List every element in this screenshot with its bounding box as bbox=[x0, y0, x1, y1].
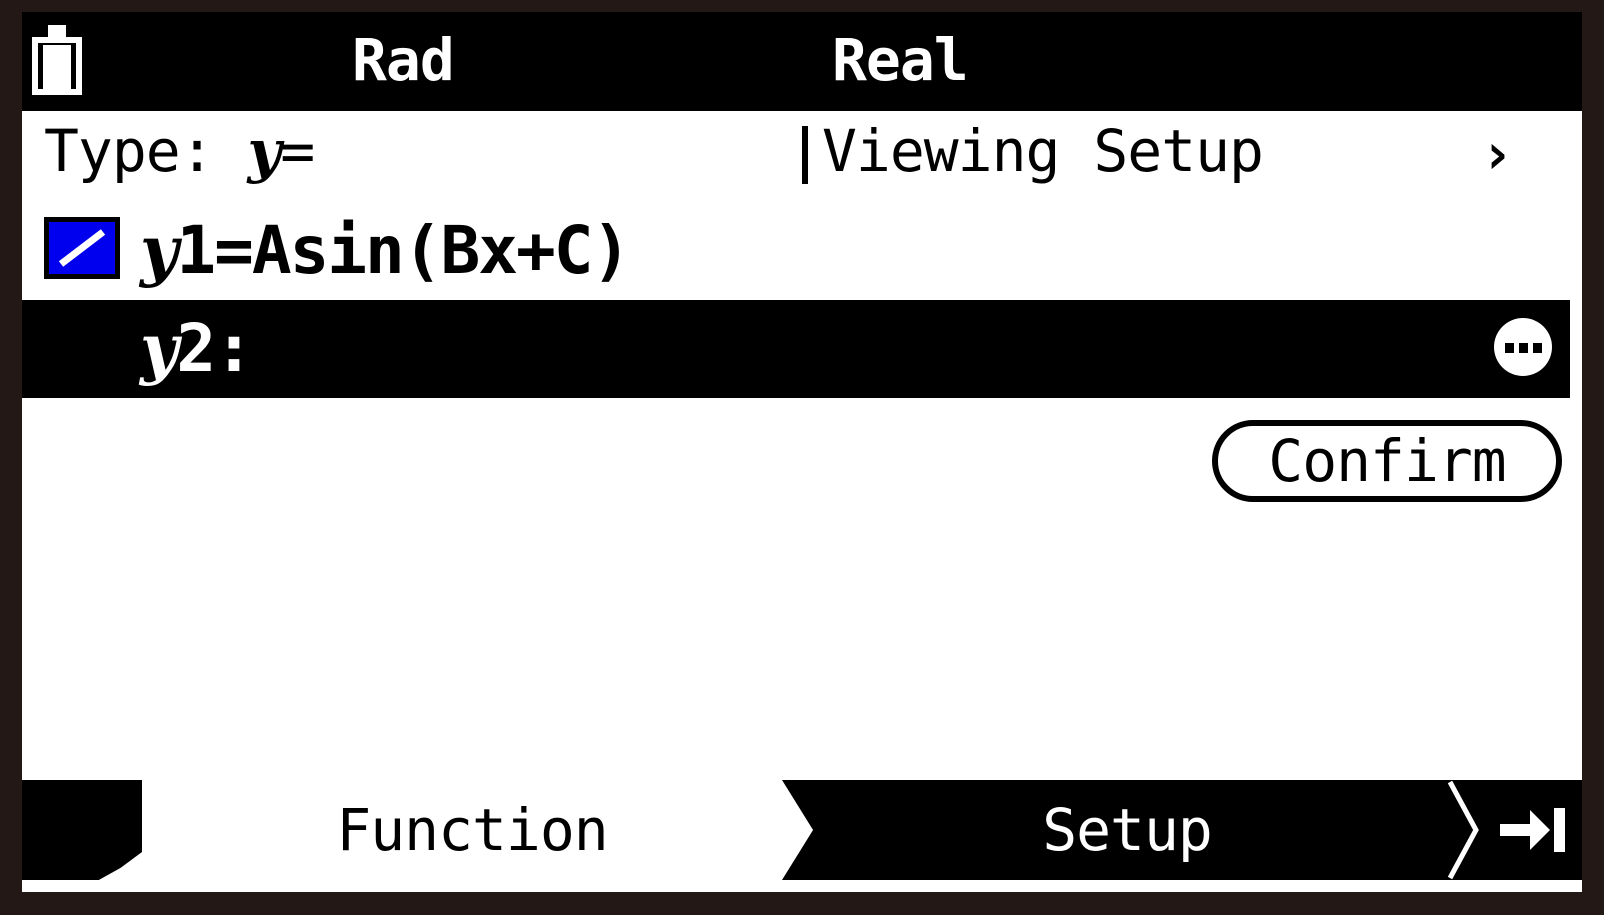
tab-function[interactable]: Function bbox=[142, 780, 802, 880]
arrow-to-bar-icon[interactable] bbox=[1500, 806, 1566, 854]
bottom-toolbar: Function Setup bbox=[22, 780, 1582, 880]
graph-type-prefix: Type: bbox=[44, 117, 248, 185]
angle-mode-indicator: Rad bbox=[352, 26, 455, 94]
viewing-setup-button[interactable]: Viewing Setup bbox=[822, 117, 1264, 185]
ellipsis-dot-2 bbox=[1519, 343, 1528, 353]
chevron-right-icon[interactable]: › bbox=[1480, 122, 1514, 187]
lcd-screen: Rad Real Type: y= Viewing Setup › y1=Asi… bbox=[22, 12, 1582, 892]
graph-type-label[interactable]: Type: y= bbox=[44, 117, 315, 185]
line-style-stroke-icon bbox=[58, 229, 106, 267]
tab-setup[interactable]: Setup bbox=[782, 780, 1472, 880]
confirm-button[interactable]: Confirm bbox=[1212, 420, 1562, 502]
status-bar: Rad Real bbox=[22, 12, 1582, 111]
header-row: Type: y= Viewing Setup › bbox=[22, 112, 1582, 202]
function-row-y2[interactable]: y2: bbox=[22, 300, 1570, 398]
battery-full-icon bbox=[32, 25, 90, 99]
function-variable-y2: y bbox=[140, 309, 178, 387]
ellipsis-circle-icon[interactable] bbox=[1494, 318, 1552, 376]
battery-fill bbox=[43, 45, 71, 89]
battery-nub bbox=[48, 25, 66, 39]
function-body-y2: 2: bbox=[176, 310, 253, 387]
function-row-y1[interactable]: y1=Asin(Bx+C) bbox=[22, 202, 1582, 300]
function-variable-y1: y bbox=[140, 211, 178, 289]
toolbar-end-section bbox=[1442, 780, 1582, 880]
function-body-y1: 1=Asin(Bx+C) bbox=[176, 212, 631, 289]
graph-type-suffix: = bbox=[280, 117, 315, 185]
ellipsis-dot-3 bbox=[1533, 343, 1542, 353]
ellipsis-dot-1 bbox=[1505, 343, 1514, 353]
tab-separator-chevron-icon bbox=[1447, 780, 1479, 880]
function-expression-y1[interactable]: y1=Asin(Bx+C) bbox=[140, 204, 631, 297]
function-expression-y2[interactable]: y2: bbox=[140, 302, 254, 395]
line-style-checkbox-y1[interactable] bbox=[44, 217, 120, 279]
complex-mode-indicator: Real bbox=[832, 26, 969, 94]
graph-type-variable: y bbox=[247, 117, 282, 185]
tab-previous[interactable] bbox=[22, 780, 142, 880]
battery-shell bbox=[32, 37, 82, 95]
function-list: y1=Asin(Bx+C) y2: bbox=[22, 202, 1582, 432]
header-divider bbox=[802, 126, 808, 184]
